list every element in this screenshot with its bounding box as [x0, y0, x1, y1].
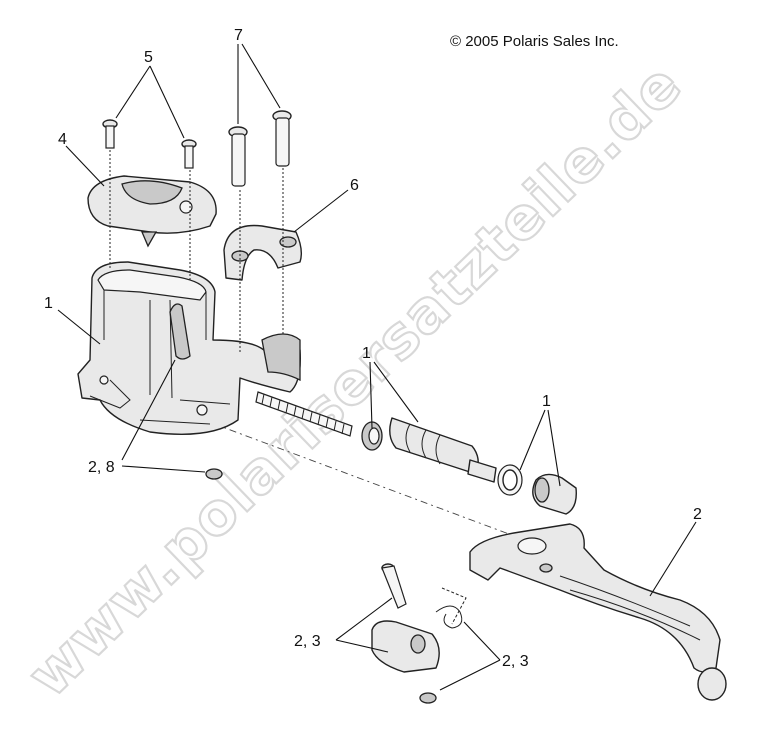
callout-1a: 1 [44, 295, 53, 312]
pivot-hardware [371, 563, 467, 704]
piston-kit [361, 417, 577, 515]
callout-28: 2, 8 [88, 459, 115, 476]
leader-5 [115, 65, 185, 139]
callout-23a: 2, 3 [294, 633, 321, 650]
callout-2: 2 [693, 506, 702, 523]
leader-1b [369, 361, 419, 429]
callout-6: 6 [350, 177, 359, 194]
master-cylinder-body [77, 261, 301, 435]
brake-lever [469, 523, 727, 701]
leader-23b [439, 621, 501, 691]
callout-4: 4 [58, 131, 67, 148]
leader-2 [649, 521, 697, 597]
leader-23a [335, 597, 393, 653]
leader-6 [293, 189, 349, 233]
e-clip [205, 468, 223, 480]
piston-spring [255, 391, 353, 437]
cap-screws [102, 119, 197, 169]
callout-1c: 1 [542, 393, 551, 410]
leader-7 [237, 43, 281, 124]
handlebar-clamp [223, 224, 303, 281]
copyright-notice: © 2005 Polaris Sales Inc. [450, 33, 619, 50]
leader-1c [519, 409, 561, 487]
callout-23b: 2, 3 [502, 653, 529, 670]
leader-28 [121, 359, 206, 473]
callout-5: 5 [144, 49, 153, 66]
callout-7: 7 [234, 27, 243, 44]
reservoir-cap [87, 175, 217, 248]
leader-1a [57, 309, 101, 345]
callout-1b: 1 [362, 345, 371, 362]
clamp-bolts [228, 110, 292, 187]
leader-4 [65, 145, 105, 187]
